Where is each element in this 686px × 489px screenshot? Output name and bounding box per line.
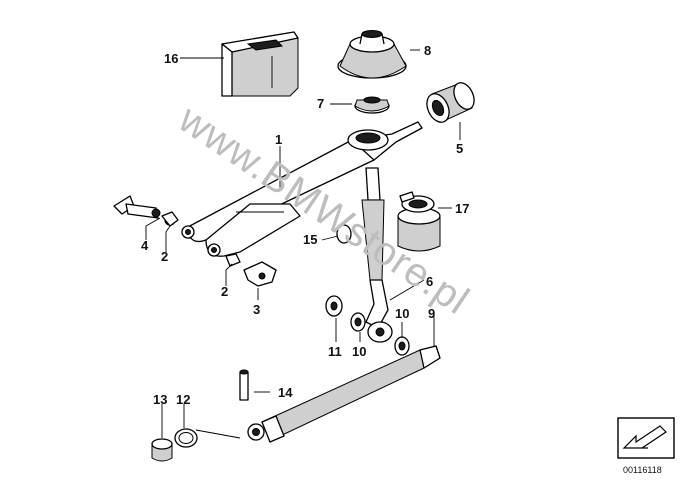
part-5-bushing [426, 82, 475, 123]
part-2b-nut [225, 253, 241, 267]
part-7-ring [354, 96, 390, 114]
part-15-oring [336, 224, 352, 244]
callout-13: 13 [153, 392, 167, 407]
callout-5: 5 [456, 141, 463, 156]
part-17-clamp [397, 191, 441, 252]
part-16-cover [221, 31, 299, 97]
part-11-washer [325, 295, 343, 317]
document-number: 00116118 [623, 465, 662, 475]
part-10a-washer [350, 312, 366, 332]
part-1-carrier [181, 121, 423, 257]
part-10b-washer [394, 336, 410, 356]
callout-8: 8 [424, 43, 431, 58]
arrow-icon [617, 417, 675, 459]
part-3-bracket [243, 261, 277, 287]
part-6-lever [361, 167, 393, 343]
callout-17: 17 [455, 201, 469, 216]
callout-1: 1 [275, 132, 282, 147]
callout-10b: 10 [395, 306, 409, 321]
callout-15: 15 [303, 232, 317, 247]
callout-12: 12 [176, 392, 190, 407]
part-9-rod [247, 345, 441, 443]
callout-3: 3 [253, 302, 260, 317]
part-8-boot [337, 30, 407, 79]
callout-2a: 2 [161, 249, 168, 264]
callout-9: 9 [428, 306, 435, 321]
callout-6: 6 [426, 274, 433, 289]
callout-11: 11 [328, 344, 342, 359]
callout-2b: 2 [221, 284, 228, 299]
part-14-pin [239, 369, 249, 401]
part-13-cap [151, 438, 173, 462]
part-12-circlip [174, 428, 198, 448]
callout-14: 14 [278, 385, 293, 400]
part-2a-nut [161, 211, 179, 227]
callout-10a: 10 [352, 344, 366, 359]
callout-4: 4 [141, 238, 149, 253]
callout-7: 7 [317, 96, 324, 111]
callout-16: 16 [164, 51, 178, 66]
leader-lines [145, 49, 461, 439]
